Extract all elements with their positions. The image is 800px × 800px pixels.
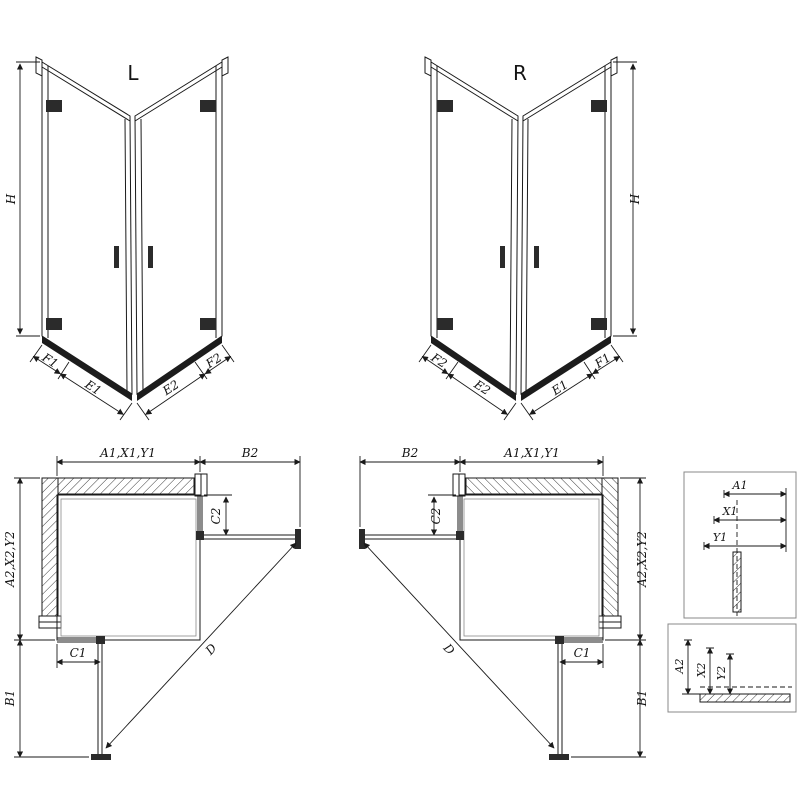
dim-label-a2x2y2-left: A2,X2,Y2 bbox=[3, 531, 17, 588]
variant-label-right: R bbox=[513, 61, 527, 85]
dim-label-c2-right: C2 bbox=[429, 508, 443, 525]
dim-label-h-right: H bbox=[628, 193, 642, 205]
detail-label-a1: A1 bbox=[732, 479, 748, 492]
dim-label-f1-left: F1 bbox=[39, 350, 61, 371]
front-view-left-labels: L H F1 E1 E2 F2 bbox=[4, 61, 224, 399]
front-view-left-linework bbox=[16, 56, 235, 421]
dim-label-d-right: D bbox=[440, 640, 458, 658]
glass-profile-section-horizontal bbox=[699, 693, 791, 703]
detail-label-x1: X1 bbox=[722, 505, 738, 518]
wall-top bbox=[41, 477, 195, 495]
front-view-right-labels: R H F2 E2 E1 F1 bbox=[428, 61, 642, 399]
dim-label-f1-right: F1 bbox=[591, 350, 613, 371]
dim-label-b1-left: B1 bbox=[3, 690, 17, 707]
variant-label-left: L bbox=[127, 61, 139, 85]
hinge-hardware bbox=[46, 100, 216, 330]
detail-box-bottom: A2 X2 Y2 bbox=[667, 623, 797, 713]
plan-view-right-linework bbox=[359, 456, 646, 760]
plan-view-left-linework bbox=[14, 456, 301, 760]
dim-label-a1x1y1-left: A1,X1,Y1 bbox=[99, 446, 156, 460]
dim-label-a1x1y1-right: A1,X1,Y1 bbox=[503, 446, 560, 460]
detail-label-x2: X2 bbox=[695, 663, 708, 679]
dim-label-b2-right: B2 bbox=[401, 446, 418, 460]
dim-label-d-left: D bbox=[202, 641, 220, 659]
dim-label-h-left: H bbox=[4, 193, 18, 205]
detail-label-a2: A2 bbox=[673, 659, 686, 675]
shower-tray bbox=[56, 494, 201, 641]
dim-label-c2-left: C2 bbox=[209, 508, 223, 525]
door-handles bbox=[114, 246, 153, 268]
detail-box-top: A1 X1 Y1 bbox=[683, 471, 797, 619]
dim-label-b1-right: B1 bbox=[635, 690, 649, 707]
dim-label-b2-left: B2 bbox=[241, 446, 258, 460]
dim-label-a2x2y2-right: A2,X2,Y2 bbox=[635, 531, 649, 588]
dim-label-c1-right: C1 bbox=[574, 646, 591, 660]
detail-label-y2: Y2 bbox=[715, 666, 728, 680]
wall-left bbox=[41, 477, 59, 617]
detail-label-y1: Y1 bbox=[713, 531, 727, 544]
dim-label-c1-left: C1 bbox=[70, 646, 87, 660]
